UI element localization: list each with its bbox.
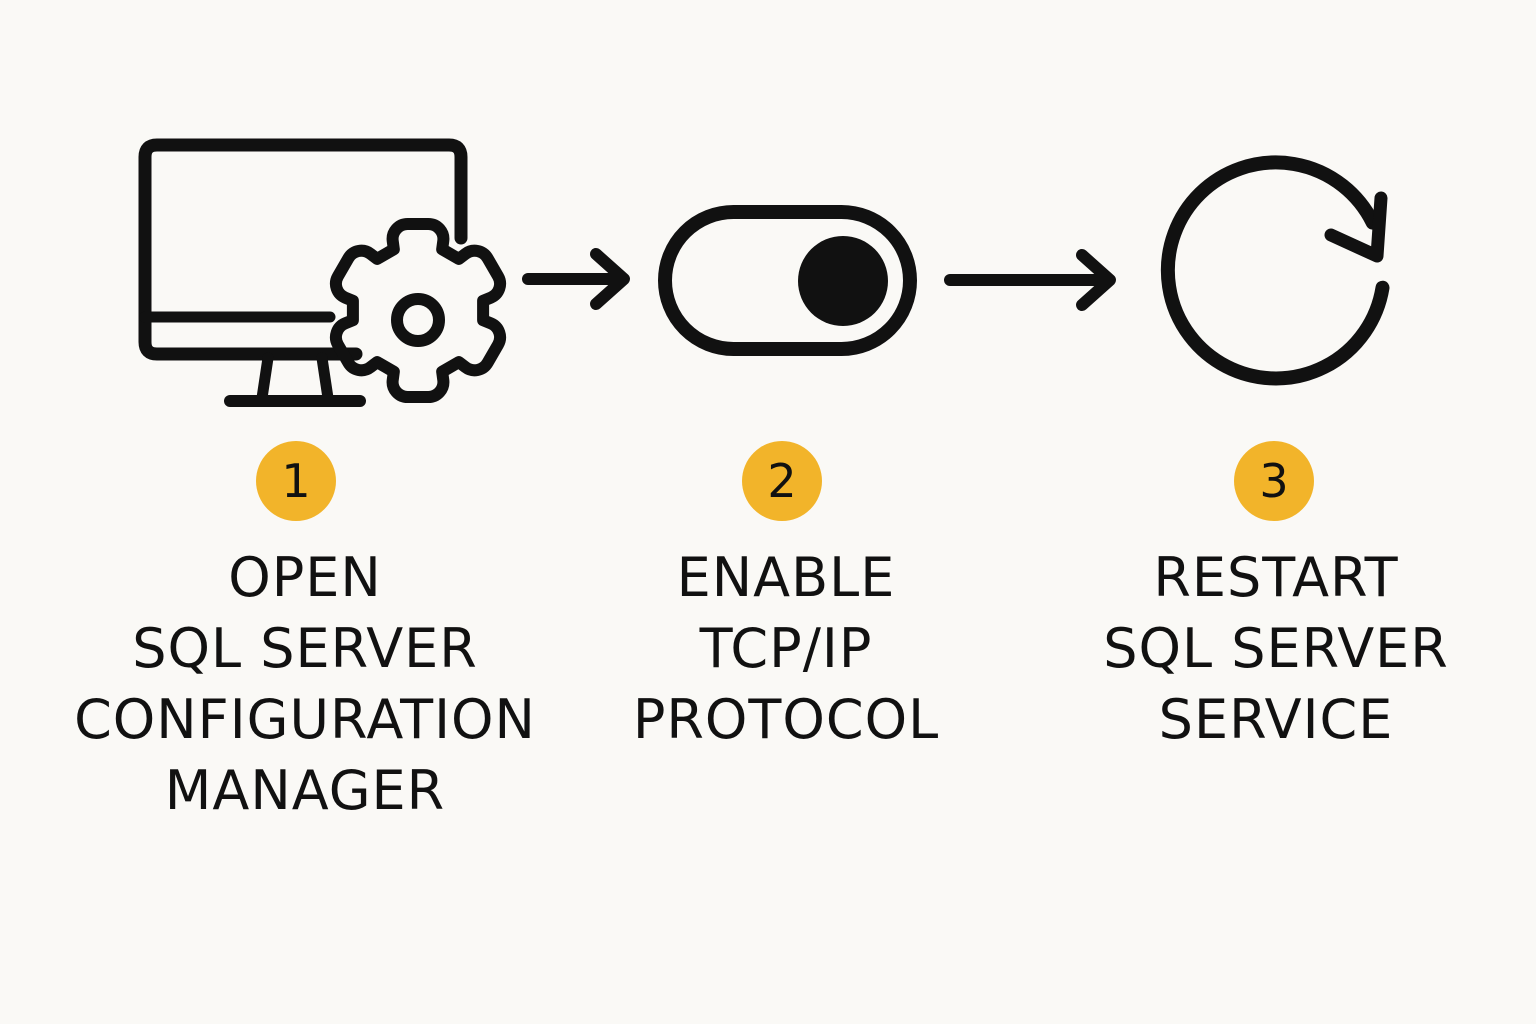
gear-icon [330, 218, 506, 403]
step-label: RESTART SQL SERVER SERVICE [1036, 542, 1516, 755]
step-number-badge: 3 [1234, 441, 1314, 521]
step-label-line: CONFIGURATION [74, 688, 536, 751]
step-label-line: PROTOCOL [632, 688, 940, 751]
step-label-line: RESTART [1153, 546, 1399, 609]
step-label-line: TCP/IP [699, 617, 873, 680]
step-label-line: OPEN [228, 546, 382, 609]
step-number-badge: 2 [742, 441, 822, 521]
step-label: ENABLE TCP/IP PROTOCOL [546, 542, 1026, 755]
step-number: 2 [767, 454, 797, 508]
monitor-gear-icon [138, 138, 506, 407]
toggle-switch-icon [658, 205, 917, 356]
step-number-badge: 1 [256, 441, 336, 521]
step-label-line: MANAGER [164, 759, 446, 822]
step-label-line: SERVICE [1158, 688, 1394, 751]
step-number: 3 [1259, 454, 1289, 508]
step-label-line: SQL SERVER [1103, 617, 1449, 680]
step-label: OPEN SQL SERVER CONFIGURATION MANAGER [65, 542, 545, 826]
step-number: 1 [281, 454, 311, 508]
restart-icon [1160, 155, 1390, 386]
step-label-line: ENABLE [676, 546, 896, 609]
step-label-line: SQL SERVER [132, 617, 478, 680]
toggle-knob-icon [798, 236, 888, 326]
arrow-right-icon [944, 249, 1116, 311]
arrow-right-icon [522, 248, 630, 310]
gear-hub-icon [391, 293, 445, 347]
